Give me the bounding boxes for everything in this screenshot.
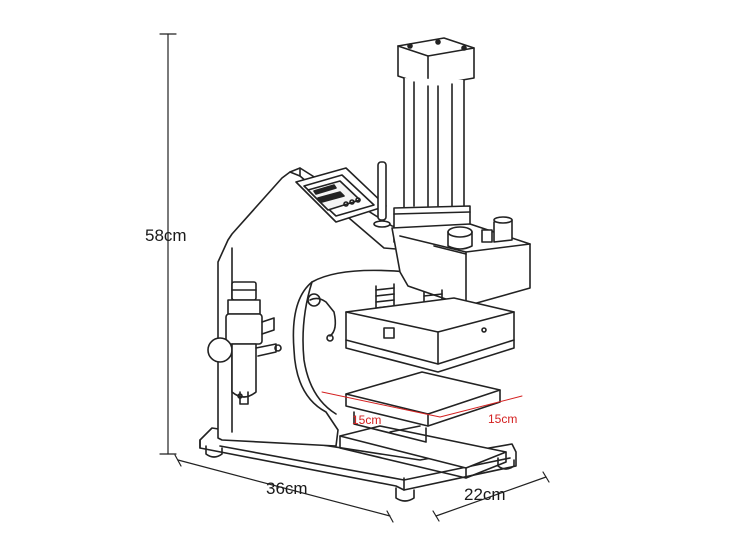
platen-right-label: 15cm: [488, 412, 518, 426]
height-dimension-line: [159, 33, 177, 455]
platen-left-label: 15cm: [352, 413, 382, 427]
platen-width-arrows: [321, 391, 523, 418]
lower-platen: [345, 371, 501, 443]
width-label: 36cm: [266, 479, 308, 498]
width-dimension-line: [174, 454, 394, 523]
depth-label: 22cm: [464, 485, 506, 504]
height-label: 58cm: [145, 226, 187, 245]
power-switch: [481, 216, 513, 243]
upper-heat-platen: [345, 297, 515, 373]
temperature-controller-display: [307, 180, 361, 211]
lower-tray: [339, 425, 507, 479]
depth-dimension-line: [432, 471, 550, 522]
air-cylinder: [393, 37, 475, 243]
air-filter-regulator: [207, 281, 282, 405]
lever-rod: [373, 161, 391, 228]
pressure-knob: [447, 226, 473, 250]
head-housing: [391, 223, 531, 307]
